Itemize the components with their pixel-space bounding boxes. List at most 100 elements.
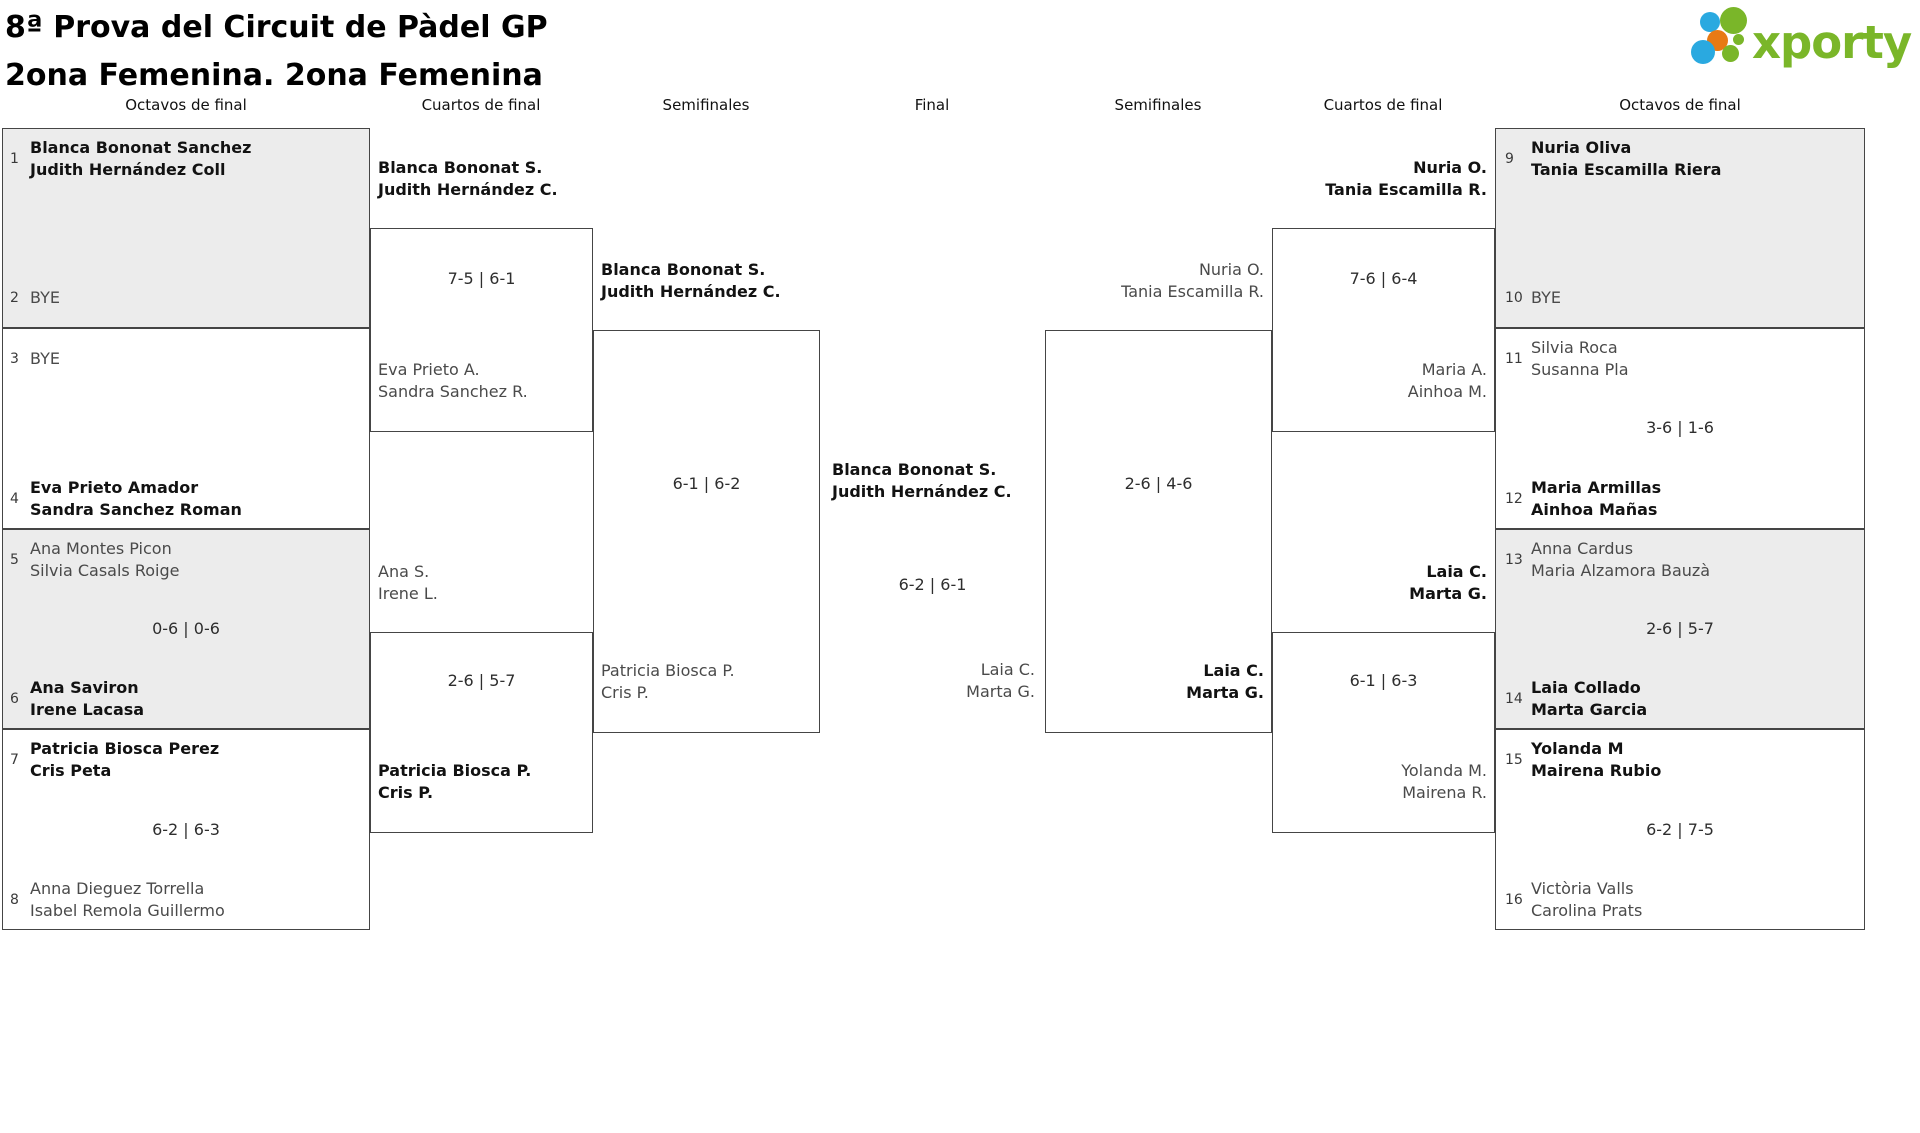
round-header-cuartos-right: Cuartos de final [1323, 96, 1443, 114]
player-name: Carolina Prats [1531, 901, 1643, 920]
round-header-final: Final [914, 96, 950, 114]
round-header-octavos-left: Octavos de final [125, 96, 247, 114]
player-name: Marta G. [1186, 683, 1264, 702]
match-score: 6-2 | 6-1 [898, 575, 967, 594]
round-header-octavos-right: Octavos de final [1619, 96, 1741, 114]
team-entry[interactable]: Ana S. Irene L. [378, 560, 584, 606]
team-entry[interactable]: Ana Saviron Irene Lacasa [30, 676, 360, 722]
team-entry[interactable]: Yolanda M Mairena Rubio [1531, 737, 1851, 783]
player-name: Maria A. [1421, 360, 1487, 379]
team-entry[interactable]: BYE [30, 336, 360, 382]
player-name: Nuria Oliva [1531, 138, 1632, 157]
player-name: Marta G. [1409, 584, 1487, 603]
player-name: Ainhoa Mañas [1531, 500, 1658, 519]
category-name: 2ona Femenina. 2ona Femenina [5, 58, 543, 93]
player-name: BYE [1531, 288, 1561, 307]
player-name: Sandra Sanchez Roman [30, 500, 242, 519]
team-entry[interactable]: Patricia Biosca Perez Cris Peta [30, 737, 360, 783]
logo-dot-icon [1691, 40, 1715, 64]
player-name: Isabel Remola Guillermo [30, 901, 225, 920]
player-name: Ana Saviron [30, 678, 139, 697]
seed-number: 6 [10, 691, 19, 707]
team-entry[interactable]: Blanca Bononat Sanchez Judith Hernández … [30, 136, 360, 182]
player-name: Laia C. [1426, 562, 1487, 581]
player-name: Nuria O. [1413, 158, 1487, 177]
team-entry[interactable]: Nuria O. Tania Escamilla R. [1281, 156, 1487, 202]
round-header-semis-left: Semifinales [662, 96, 750, 114]
team-entry[interactable]: Nuria Oliva Tania Escamilla Riera [1531, 136, 1851, 182]
team-entry[interactable]: Laia C. Marta G. [1281, 560, 1487, 606]
team-entry[interactable]: Maria Armillas Ainhoa Mañas [1531, 476, 1851, 522]
match-score: 7-6 | 6-4 [1349, 269, 1418, 288]
logo-dot-icon [1722, 45, 1739, 62]
player-name: Anna Dieguez Torrella [30, 879, 205, 898]
player-name: Patricia Biosca Perez [30, 739, 220, 758]
match-box [370, 228, 593, 432]
team-entry[interactable]: Nuria O. Tania Escamilla R. [1054, 258, 1264, 304]
match-box [2, 128, 370, 328]
player-name: Susanna Pla [1531, 360, 1629, 379]
team-entry[interactable]: Eva Prieto A. Sandra Sanchez R. [378, 358, 584, 404]
player-name: Judith Hernández C. [378, 180, 558, 199]
match-box [1495, 328, 1865, 529]
player-name: Marta Garcia [1531, 700, 1648, 719]
player-name: Nuria O. [1198, 260, 1264, 279]
player-name: Tania Escamilla R. [1325, 180, 1487, 199]
player-name: Cris P. [378, 783, 434, 802]
round-header-semis-right: Semifinales [1114, 96, 1202, 114]
player-name: Mairena R. [1402, 783, 1487, 802]
seed-number: 11 [1505, 351, 1523, 367]
match-box [1045, 330, 1272, 733]
match-score: 6-2 | 7-5 [1646, 820, 1714, 839]
player-name: Ana Montes Picon [30, 539, 172, 558]
match-score: 6-1 | 6-3 [1349, 671, 1418, 690]
match-box [2, 529, 370, 729]
player-name: Maria Alzamora Bauzà [1531, 561, 1711, 580]
logo-dot-icon [1733, 34, 1744, 45]
player-name: Judith Hernández C. [832, 482, 1012, 501]
team-entry[interactable]: Anna Cardus Maria Alzamora Bauzà [1531, 537, 1851, 583]
team-entry[interactable]: Victòria Valls Carolina Prats [1531, 877, 1851, 923]
seed-number: 13 [1505, 552, 1523, 568]
player-name: Judith Hernández Coll [30, 160, 226, 179]
player-name: Blanca Bononat S. [378, 158, 543, 177]
player-name: Yolanda M. [1401, 761, 1487, 780]
seed-number: 4 [10, 491, 19, 507]
seed-number: 8 [10, 892, 19, 908]
player-name: Silvia Roca [1531, 338, 1618, 357]
team-entry[interactable]: Patricia Biosca P. Cris P. [601, 659, 811, 705]
player-name: Mairena Rubio [1531, 761, 1662, 780]
player-name: Irene L. [378, 584, 438, 603]
match-box [1495, 529, 1865, 729]
player-name: Blanca Bononat Sanchez [30, 138, 252, 157]
team-entry[interactable]: Patricia Biosca P. Cris P. [378, 759, 584, 805]
team-entry[interactable]: Blanca Bononat S. Judith Hernández C. [832, 458, 1032, 504]
match-box [1495, 729, 1865, 930]
team-entry[interactable]: Yolanda M. Mairena R. [1281, 759, 1487, 805]
team-entry[interactable]: Laia C. Marta G. [835, 658, 1035, 704]
team-entry[interactable]: BYE [1531, 275, 1851, 321]
team-entry[interactable]: BYE [30, 275, 360, 321]
team-entry[interactable]: Maria A. Ainhoa M. [1281, 358, 1487, 404]
match-score: 0-6 | 0-6 [152, 619, 220, 638]
player-name: Laia C. [980, 660, 1035, 679]
player-name: Patricia Biosca P. [378, 761, 532, 780]
team-entry[interactable]: Blanca Bononat S. Judith Hernández C. [601, 258, 811, 304]
team-entry[interactable]: Laia C. Marta G. [1054, 659, 1264, 705]
team-entry[interactable]: Anna Dieguez Torrella Isabel Remola Guil… [30, 877, 360, 923]
player-name: Yolanda M [1531, 739, 1624, 758]
match-box [1272, 228, 1495, 432]
team-entry[interactable]: Silvia Roca Susanna Pla [1531, 336, 1851, 382]
seed-number: 15 [1505, 752, 1523, 768]
match-box [1272, 632, 1495, 833]
player-name: Blanca Bononat S. [832, 460, 997, 479]
player-name: Maria Armillas [1531, 478, 1662, 497]
player-name: Eva Prieto A. [378, 360, 480, 379]
team-entry[interactable]: Blanca Bononat S. Judith Hernández C. [378, 156, 584, 202]
team-entry[interactable]: Ana Montes Picon Silvia Casals Roige [30, 537, 360, 583]
team-entry[interactable]: Eva Prieto Amador Sandra Sanchez Roman [30, 476, 360, 522]
player-name: Patricia Biosca P. [601, 661, 735, 680]
player-name: Sandra Sanchez R. [378, 382, 528, 401]
team-entry[interactable]: Laia Collado Marta Garcia [1531, 676, 1851, 722]
